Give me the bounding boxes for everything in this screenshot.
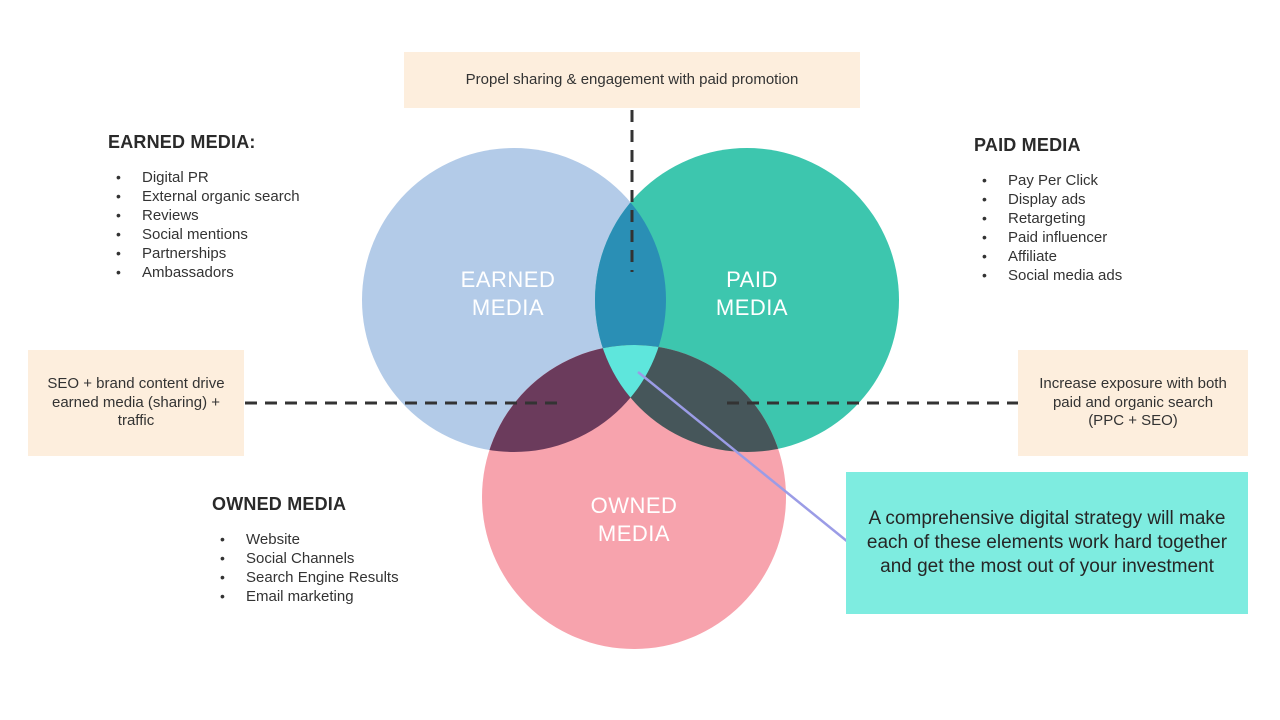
owned-circle-label-line1: OWNED: [590, 493, 678, 518]
list-item: Ambassadors: [116, 263, 300, 282]
paid-media-list: Pay Per Click Display ads Retargeting Pa…: [974, 171, 1122, 285]
top-annotation-box: Propel sharing & engagement with paid pr…: [404, 52, 860, 108]
paid-circle-label-line2: MEDIA: [715, 295, 789, 320]
list-item: Paid influencer: [982, 228, 1122, 247]
list-item: Website: [220, 530, 399, 549]
paid-circle-label: PAID MEDIA: [652, 266, 852, 322]
left-annotation-text: SEO + brand content drive earned media (…: [47, 374, 225, 430]
earned-media-list: Digital PR External organic search Revie…: [108, 168, 300, 282]
list-item: Display ads: [982, 190, 1122, 209]
earned-circle-label: EARNED MEDIA: [408, 266, 608, 322]
paid-owned-overlap: [595, 345, 786, 452]
list-item: Pay Per Click: [982, 171, 1122, 190]
right-annotation-text: Increase exposure with both paid and org…: [1039, 374, 1227, 430]
earned-media-heading: EARNED MEDIA:: [108, 132, 256, 152]
owned-circle-label-line2: MEDIA: [597, 521, 671, 546]
list-item: Affiliate: [982, 247, 1122, 266]
paid-media-heading: PAID MEDIA: [974, 135, 1081, 155]
strategy-callout-text: A comprehensive digital strategy will ma…: [866, 508, 1228, 577]
list-item: Social media ads: [982, 266, 1122, 285]
right-annotation-box: Increase exposure with both paid and org…: [1018, 350, 1248, 456]
earned-circle-label-line1: EARNED: [460, 267, 556, 292]
list-item: Social Channels: [220, 549, 399, 568]
list-item: Social mentions: [116, 225, 300, 244]
list-item: Partnerships: [116, 244, 300, 263]
list-item: Search Engine Results: [220, 568, 399, 587]
list-item: Email marketing: [220, 587, 399, 606]
owned-circle-label: OWNED MEDIA: [534, 492, 734, 548]
list-item: Digital PR: [116, 168, 300, 187]
top-annotation-text: Propel sharing & engagement with paid pr…: [465, 70, 799, 88]
list-item: External organic search: [116, 187, 300, 206]
owned-media-list: Website Social Channels Search Engine Re…: [212, 530, 399, 606]
earned-owned-overlap: [482, 345, 666, 452]
list-item: Retargeting: [982, 209, 1122, 228]
list-item: Reviews: [116, 206, 300, 225]
paid-circle-label-line1: PAID: [726, 267, 778, 292]
owned-media-heading: OWNED MEDIA: [212, 494, 347, 514]
earned-circle-label-line2: MEDIA: [471, 295, 545, 320]
left-annotation-box: SEO + brand content drive earned media (…: [28, 350, 244, 456]
strategy-callout-box: A comprehensive digital strategy will ma…: [846, 472, 1248, 614]
callout-pointer-line: [637, 371, 849, 543]
